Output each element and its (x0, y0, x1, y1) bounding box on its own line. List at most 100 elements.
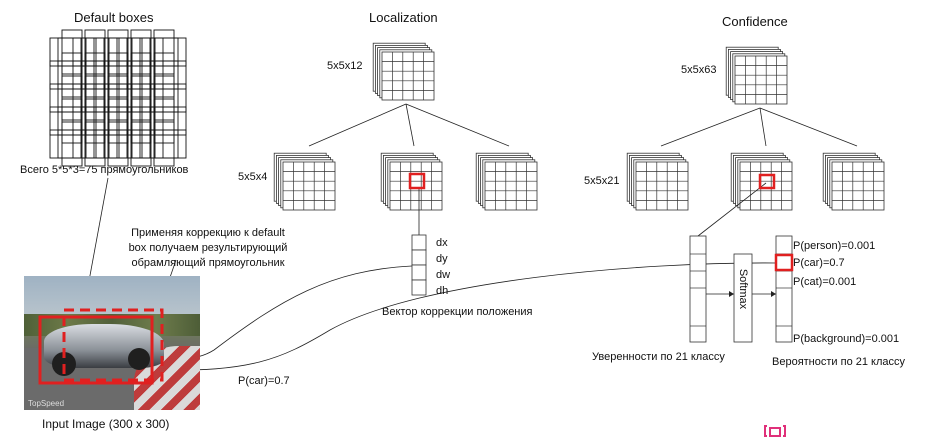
arrowhead (771, 291, 776, 297)
grid-layer (831, 161, 885, 211)
grid-layer (381, 51, 435, 101)
grid-layer (734, 55, 788, 105)
localization-stack-3 (475, 152, 538, 211)
default-box (103, 60, 133, 90)
localization-top-stack (372, 42, 435, 101)
default-box (130, 29, 152, 75)
default-box (107, 52, 129, 98)
offset-dw: dw (436, 269, 451, 281)
default-box (126, 60, 156, 90)
default-box (103, 106, 133, 136)
feature-map-stacks (273, 42, 885, 211)
scores-column (689, 235, 707, 343)
tree-connector (660, 107, 761, 147)
default-box (57, 60, 87, 90)
title-localization: Localization (369, 10, 438, 25)
offset-vector (411, 234, 427, 296)
default-box (61, 98, 83, 144)
localization-stack-1 (273, 152, 336, 211)
prob-cat: P(cat)=0.001 (793, 276, 857, 288)
default-box (153, 75, 175, 121)
input-caption: Input Image (300 x 300) (42, 417, 170, 431)
default-box (107, 29, 129, 75)
default-box (103, 37, 133, 67)
scores-vector (689, 235, 707, 343)
default-box (153, 52, 175, 98)
default-box (80, 129, 110, 159)
default-box (84, 75, 106, 121)
localization-cell-highlight (408, 172, 426, 190)
grid-layer (739, 161, 793, 211)
default-box (57, 129, 87, 159)
correction-note-line-1: Применяя коррекцию к default (131, 227, 285, 239)
localization-top-dim: 5x5x12 (327, 60, 363, 72)
probs-column (775, 235, 793, 343)
scores-caption: Уверенности по 21 классу (592, 351, 725, 363)
arrowhead (729, 291, 734, 297)
default-box (57, 83, 87, 113)
default-box (130, 52, 152, 98)
default-boxes-caption: Всего 5*5*3=75 прямоугольников (20, 164, 189, 176)
default-box (84, 98, 106, 144)
confidence-top-stack (725, 46, 788, 105)
default-box (57, 106, 87, 136)
confidence-cell-highlight (758, 173, 776, 190)
car-prob-highlight (774, 253, 794, 272)
default-box (80, 106, 110, 136)
default-box (84, 29, 106, 75)
correction-note-line-3: обрамляющий прямоугольник (131, 257, 285, 269)
default-box (57, 37, 87, 67)
grid-layer (484, 161, 538, 211)
default-box (61, 121, 83, 167)
cell-to-scores-line (697, 182, 767, 237)
prob-car: P(car)=0.7 (793, 257, 845, 269)
grid-layer (635, 161, 689, 211)
tree-connector (759, 107, 858, 147)
default-box (107, 75, 129, 121)
offset-cell (411, 279, 427, 296)
default-box (126, 83, 156, 113)
default-box (61, 75, 83, 121)
photo-watermark: TopSpeed (28, 399, 65, 408)
title-default-boxes: Default boxes (74, 10, 154, 25)
default-box (153, 98, 175, 144)
default-box (80, 37, 110, 67)
default-box (126, 129, 156, 159)
default-box (149, 106, 179, 136)
default-box (149, 60, 179, 90)
default-box (107, 98, 129, 144)
default-box (80, 83, 110, 113)
default-box (84, 52, 106, 98)
offset-dh: dh (436, 285, 449, 297)
probs-caption: Вероятности по 21 классу (772, 356, 906, 368)
default-box (130, 98, 152, 144)
default-box (149, 37, 179, 67)
default-box (149, 129, 179, 159)
grid-layer (389, 161, 443, 211)
correction-note-line-2: box получаем результирующий (128, 242, 288, 254)
confidence-level-dim: 5x5x21 (584, 175, 620, 187)
localization-level-dim: 5x5x4 (238, 171, 268, 183)
probs-vector (775, 235, 793, 343)
robot-logo-icon (764, 425, 786, 437)
default-box (61, 52, 83, 98)
tree-connector (405, 103, 510, 147)
offset-dx: dx (436, 237, 448, 249)
result-label: P(car)=0.7 (238, 375, 290, 387)
default-box (103, 83, 133, 113)
confidence-stack-3 (822, 152, 885, 211)
default-box (130, 121, 152, 167)
default-box (103, 129, 133, 159)
default-box-dashed (62, 308, 164, 382)
default-box (126, 106, 156, 136)
default-boxes (49, 29, 187, 167)
default-box (84, 121, 106, 167)
default-box (149, 83, 179, 113)
vector-caption: Вектор коррекции положения (382, 306, 533, 318)
tree-connector (405, 103, 415, 147)
default-box (130, 75, 152, 121)
softmax-box (733, 253, 753, 343)
correction-note: Применяя коррекцию к default box получае… (108, 226, 308, 271)
detection-box (38, 315, 154, 385)
